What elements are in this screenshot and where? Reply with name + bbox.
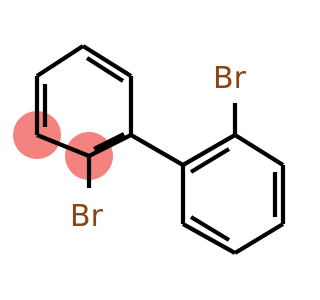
bond [88,133,132,158]
bond [181,222,237,255]
double-bond-inner [189,147,231,174]
bond [36,133,90,158]
dibromobiphenyl-structure: Br Br [13,44,286,255]
right-benzene-ring [180,133,286,255]
bromine-atom-label-left: Br [70,199,104,234]
bond [181,133,237,167]
left-benzene-ring [34,44,134,158]
double-bond-inner [93,132,125,151]
double-bond-inner [85,56,125,83]
biaryl-bond [129,133,185,167]
bond [35,44,85,78]
bond [81,44,133,78]
molecule-canvas: Br Br [13,44,286,255]
double-bond-inner [189,215,231,242]
bond [233,222,285,255]
bond [233,133,285,167]
bromine-atom-label-right: Br [213,61,247,96]
